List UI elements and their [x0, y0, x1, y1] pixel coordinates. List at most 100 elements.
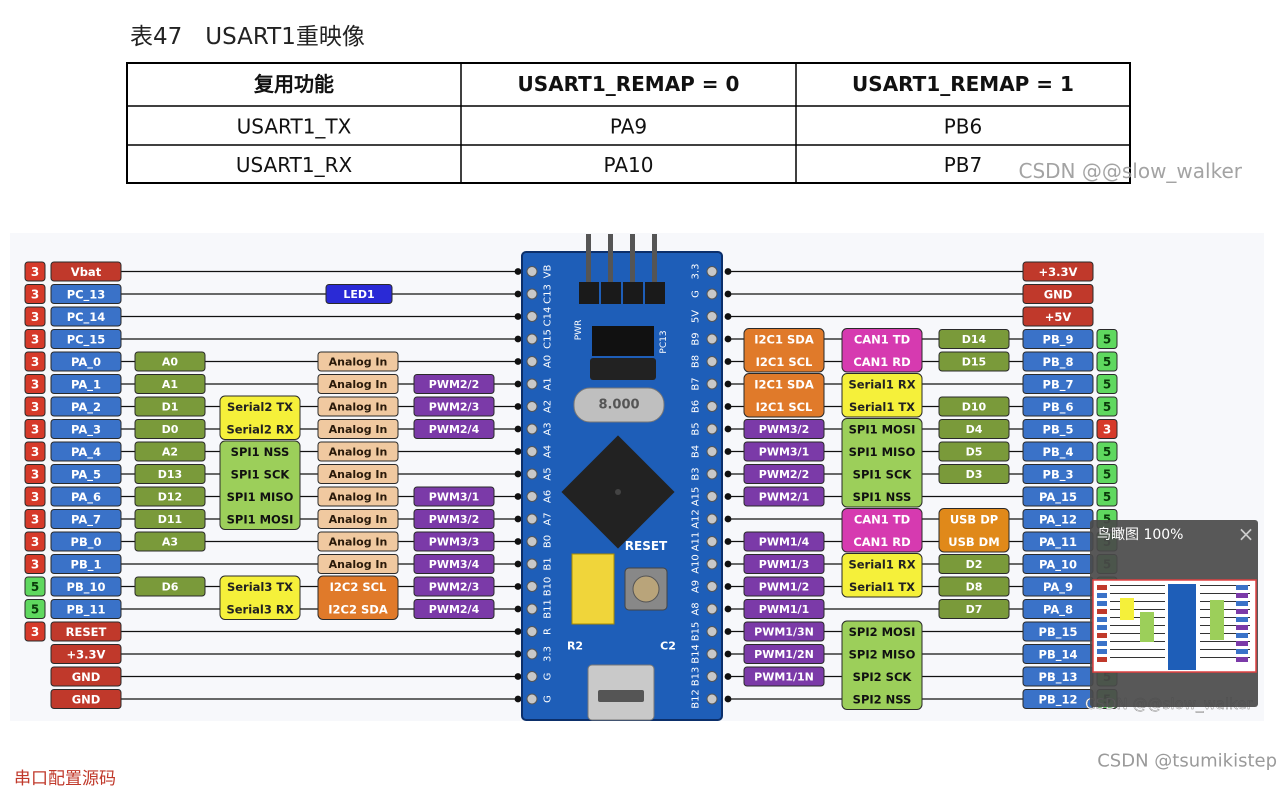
board-pin-label: A15 — [691, 487, 702, 507]
spi-group-label: SPI1 SCK — [853, 468, 913, 482]
pwm-label: PWM2/4 — [429, 423, 480, 436]
arduino-label: D10 — [962, 401, 987, 414]
pin-hole — [706, 333, 718, 345]
board-pin-label: A11 — [691, 532, 702, 552]
wire-dot — [514, 628, 522, 635]
arduino-label: D8 — [966, 581, 983, 594]
spi-group-label: SPI2 NSS — [853, 693, 912, 707]
board-pin-label: B7 — [691, 377, 702, 390]
arduino-label-box — [938, 464, 1010, 484]
arduino-label: A2 — [162, 446, 178, 459]
overview-thumb-content — [1097, 584, 1250, 670]
pin-label-box — [1022, 464, 1094, 484]
tolerance-badge-box — [24, 509, 46, 529]
pin-label: PA_12 — [1039, 513, 1077, 528]
pin-hole — [526, 356, 538, 367]
pin-hole — [706, 288, 718, 300]
wire-dot — [514, 448, 522, 455]
overview-close-icon[interactable]: × — [1238, 522, 1255, 546]
pwm-label: PWM2/1 — [759, 491, 809, 504]
wire-dot — [514, 358, 522, 365]
thumb-line — [1110, 633, 1165, 634]
can-group-label: CAN1 RD — [853, 355, 910, 369]
pin-label: PC_13 — [67, 288, 106, 303]
thumb-mark — [1120, 598, 1134, 620]
pin-hole — [706, 311, 718, 322]
analog-in-label-box — [317, 554, 399, 574]
thumb-line — [1110, 601, 1165, 602]
pin-label-box — [1022, 284, 1094, 304]
arduino-label: A0 — [162, 356, 179, 369]
board-pin-label: G — [543, 673, 554, 681]
pwm-label-box — [413, 554, 495, 574]
pin-label-box — [1022, 486, 1094, 507]
tolerance-badge-box — [24, 486, 46, 507]
thumb-line — [1200, 617, 1250, 618]
pwm-label-box — [413, 509, 495, 529]
pin-label: RESET — [66, 625, 107, 639]
tolerance-badge: 3 — [1103, 423, 1111, 437]
pin-label: PA_5 — [71, 468, 101, 483]
pin-label: PA_2 — [71, 400, 101, 415]
arduino-label: D11 — [158, 513, 182, 526]
pin-hole — [526, 648, 538, 660]
pwm-label-box — [743, 576, 825, 597]
analog-in-label-box — [317, 531, 399, 552]
pin-label: PB_5 — [1043, 423, 1074, 438]
pwm-label: PWM2/3 — [429, 401, 479, 414]
tolerance-badge-box — [24, 531, 46, 552]
tolerance-badge: 5 — [1103, 468, 1111, 482]
tolerance-badge: 3 — [31, 400, 39, 414]
tolerance-badge: 5 — [31, 580, 39, 594]
table-cell: USART1_TX — [237, 115, 352, 139]
board-pin-label: A8 — [691, 602, 702, 615]
board-pin-label: G — [543, 695, 554, 703]
arduino-label-box — [938, 599, 1010, 619]
thumb-board — [1168, 584, 1196, 670]
board-pin-label: B14 — [691, 644, 702, 664]
arduino-label: D14 — [962, 333, 987, 346]
pin-label: PA_11 — [1039, 535, 1077, 550]
pwm-label-box — [413, 599, 495, 619]
board-pwr-label: PWR — [574, 320, 584, 341]
spi-group-box — [841, 418, 923, 508]
thumb-line — [1110, 657, 1165, 658]
usb-group-label: USB DM — [948, 535, 999, 549]
pin-hole — [706, 446, 718, 457]
i2c-group-label: I2C2 SDA — [328, 603, 388, 617]
tolerance-badge-box — [24, 441, 46, 462]
i2c-group-label: I2C2 SCL — [330, 580, 387, 594]
pin-hole — [706, 401, 718, 412]
pin-label-box — [50, 306, 122, 327]
wire-dot — [724, 560, 732, 568]
usb-group-label: USB DP — [950, 513, 998, 527]
wire-dot — [724, 673, 732, 680]
pin-label-box — [1022, 396, 1094, 417]
tolerance-badge-box — [24, 306, 46, 327]
wire-dot — [514, 403, 522, 410]
wire-dot — [514, 560, 522, 568]
pin-label-box — [50, 396, 122, 417]
pin-hole — [706, 356, 718, 367]
board-pin-label: A10 — [691, 554, 702, 574]
pwm-label-box — [743, 621, 825, 642]
spi-group-label: SPI1 NSS — [853, 490, 912, 504]
arduino-label: D2 — [966, 558, 983, 571]
tolerance-badge: 3 — [31, 558, 39, 572]
tolerance-badge: 5 — [1103, 445, 1111, 459]
wire-dot — [514, 583, 522, 590]
tolerance-badge: 5 — [1103, 400, 1111, 414]
tolerance-badge-box — [1096, 329, 1118, 349]
board-pc13-label: PC13 — [659, 330, 669, 353]
wire-dot — [724, 605, 732, 613]
tolerance-badge: 5 — [31, 603, 39, 617]
table-cell: USART1_RX — [236, 153, 353, 177]
arduino-label: D0 — [162, 423, 179, 436]
wire-dot — [514, 538, 522, 545]
wire-dot — [724, 403, 732, 410]
pin-label: PB_13 — [1039, 670, 1078, 685]
spi-group-box — [219, 440, 301, 530]
serial-group-label: Serial2 RX — [226, 423, 293, 437]
can-group-label: CAN1 TD — [854, 333, 910, 347]
thumb-mark — [1097, 649, 1107, 654]
